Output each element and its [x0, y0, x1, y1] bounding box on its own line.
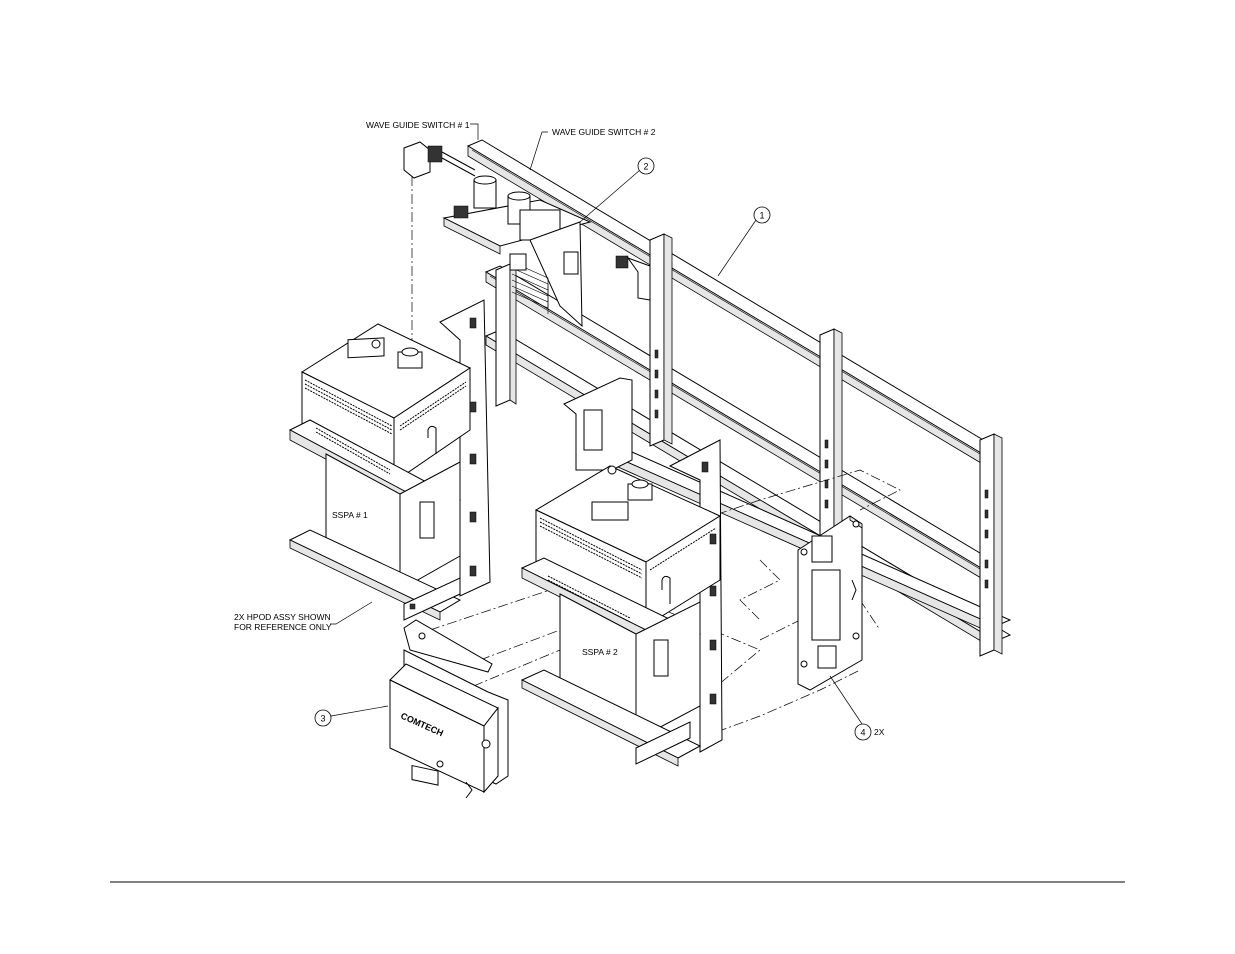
- mount-bracket: [797, 515, 863, 691]
- callout-1-number: 1: [759, 211, 764, 221]
- wave-guide-switch-2-label: WAVE GUIDE SWITCH # 2: [552, 127, 656, 137]
- wave-guide-switch-1-label: WAVE GUIDE SWITCH # 1: [366, 120, 470, 130]
- hpod-panel: COMTECH: [389, 619, 509, 799]
- labels: WAVE GUIDE SWITCH # 1 WAVE GUIDE SWITCH …: [234, 120, 885, 737]
- callout-3: 3: [314, 705, 389, 727]
- callout-4: 4: [829, 675, 872, 741]
- callout-3-number: 3: [320, 714, 325, 724]
- hpod-note-line2: FOR REFERENCE ONLY: [234, 622, 332, 632]
- callout-1: 1: [717, 206, 771, 277]
- item-4-qty-label: 2X: [874, 727, 885, 737]
- hpod-note-line1: 2X HPOD ASSY SHOWN: [234, 612, 331, 622]
- upright-2: [819, 328, 843, 547]
- callout-2-number: 2: [643, 162, 648, 172]
- sspa-1-label: SSPA # 1: [332, 510, 368, 520]
- upright-3: [979, 433, 1003, 657]
- sspa-2-unit: [520, 377, 723, 767]
- callout-4-number: 4: [860, 728, 865, 738]
- upright-left: [495, 263, 517, 407]
- sspa-2-grille: [539, 517, 717, 579]
- sspa-1-grille: [304, 379, 467, 435]
- callout-2: 2: [579, 157, 655, 223]
- upright-1: [649, 233, 673, 447]
- waveguide-switch-assembly: [403, 141, 651, 328]
- sspa-1-unit: [288, 299, 491, 621]
- sspa-2-label: SSPA # 2: [582, 647, 618, 657]
